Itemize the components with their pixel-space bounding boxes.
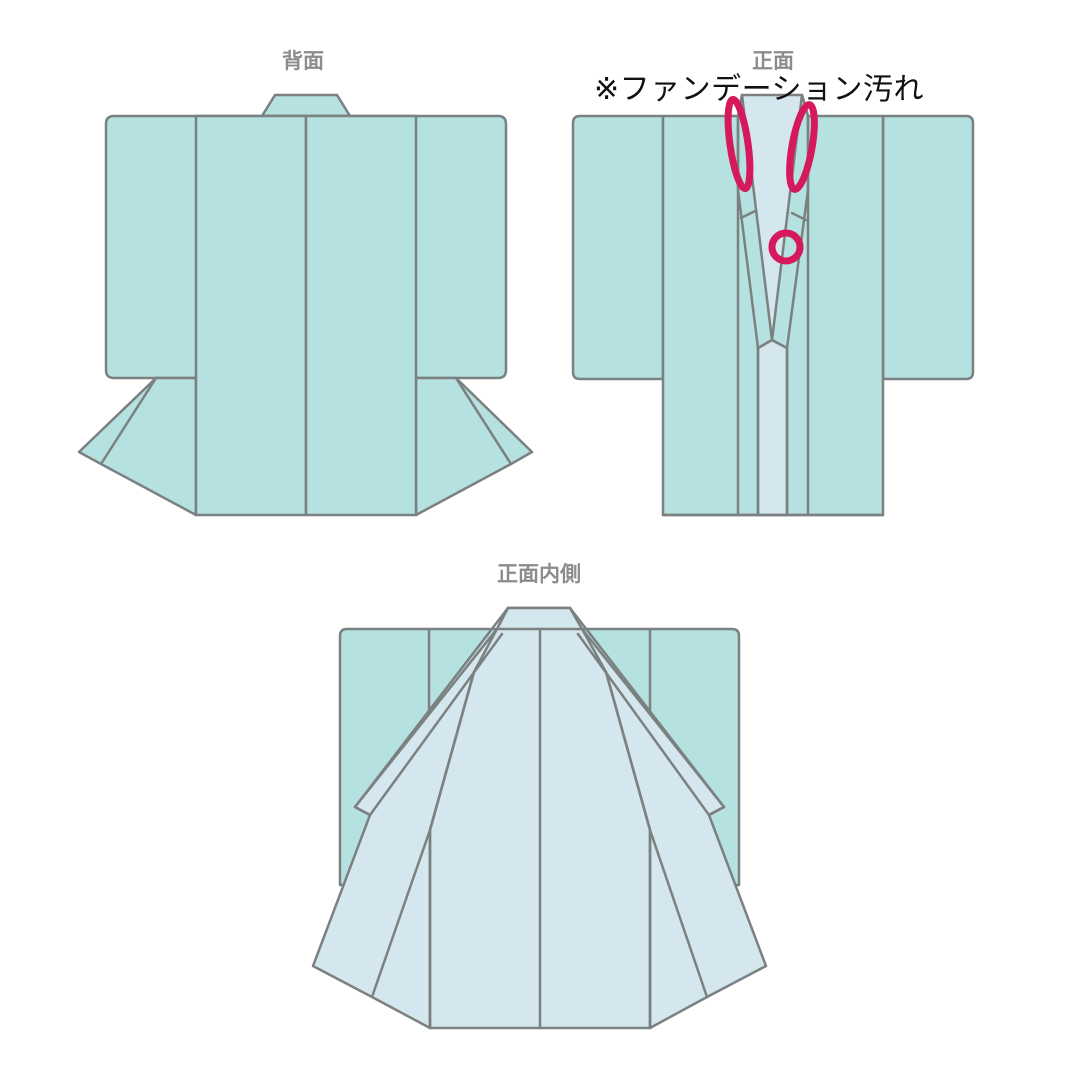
back-view-label: 背面: [282, 49, 324, 73]
back-skirt: [77, 376, 198, 517]
front-view-label: 正面: [752, 49, 794, 73]
stain-marker-right-collar: [786, 101, 818, 193]
front-view: [571, 93, 975, 517]
back-collar: [260, 93, 352, 118]
stain-marker-left-collar: [724, 95, 754, 193]
back-skirt-right: [414, 376, 534, 517]
front-inside-view: [311, 606, 768, 1030]
back-view: [77, 93, 534, 517]
back-body-right: [304, 114, 418, 517]
front-inside-view-label: 正面内側: [497, 562, 581, 586]
stain-annotation: ※ファンデーション汚れ: [594, 72, 925, 107]
stain-marker-lower-collar: [768, 229, 804, 265]
back-body-left: [194, 114, 308, 517]
front-center-lining: [756, 338, 789, 517]
front-right-sleeve: [881, 114, 975, 381]
front-left-sleeve: [571, 114, 665, 381]
inside-collar: [495, 606, 584, 631]
